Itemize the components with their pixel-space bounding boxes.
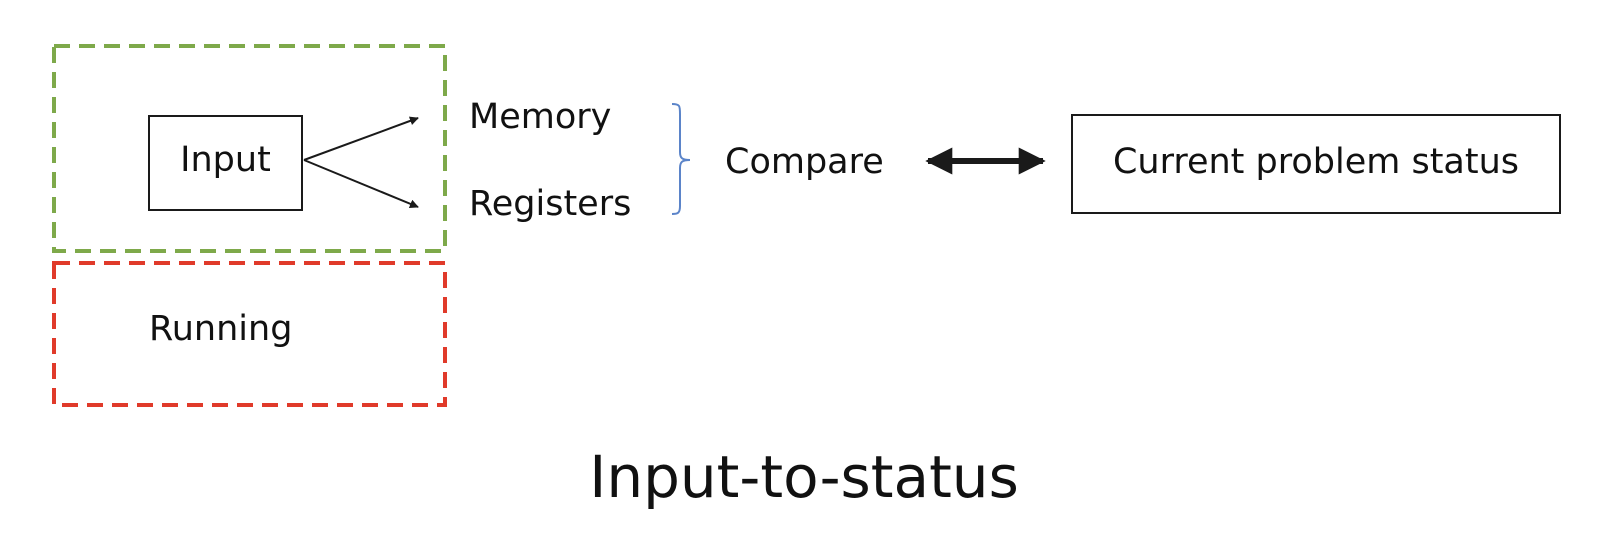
arrow-to-memory bbox=[303, 116, 419, 161]
bracket-brace bbox=[671, 103, 691, 215]
arrow-to-registers bbox=[303, 159, 419, 209]
memory-label: Memory bbox=[469, 97, 612, 137]
input-label: Input bbox=[180, 140, 271, 180]
diagram-caption: Input-to-status bbox=[589, 443, 1019, 511]
compare-label: Compare bbox=[725, 142, 884, 182]
status-label: Current problem status bbox=[1112, 142, 1520, 182]
red-dashed-region bbox=[52, 261, 447, 407]
status-box bbox=[1071, 114, 1561, 214]
green-dashed-region bbox=[52, 44, 447, 253]
running-label: Running bbox=[149, 309, 293, 349]
input-box bbox=[148, 115, 303, 211]
registers-label: Registers bbox=[469, 184, 632, 224]
